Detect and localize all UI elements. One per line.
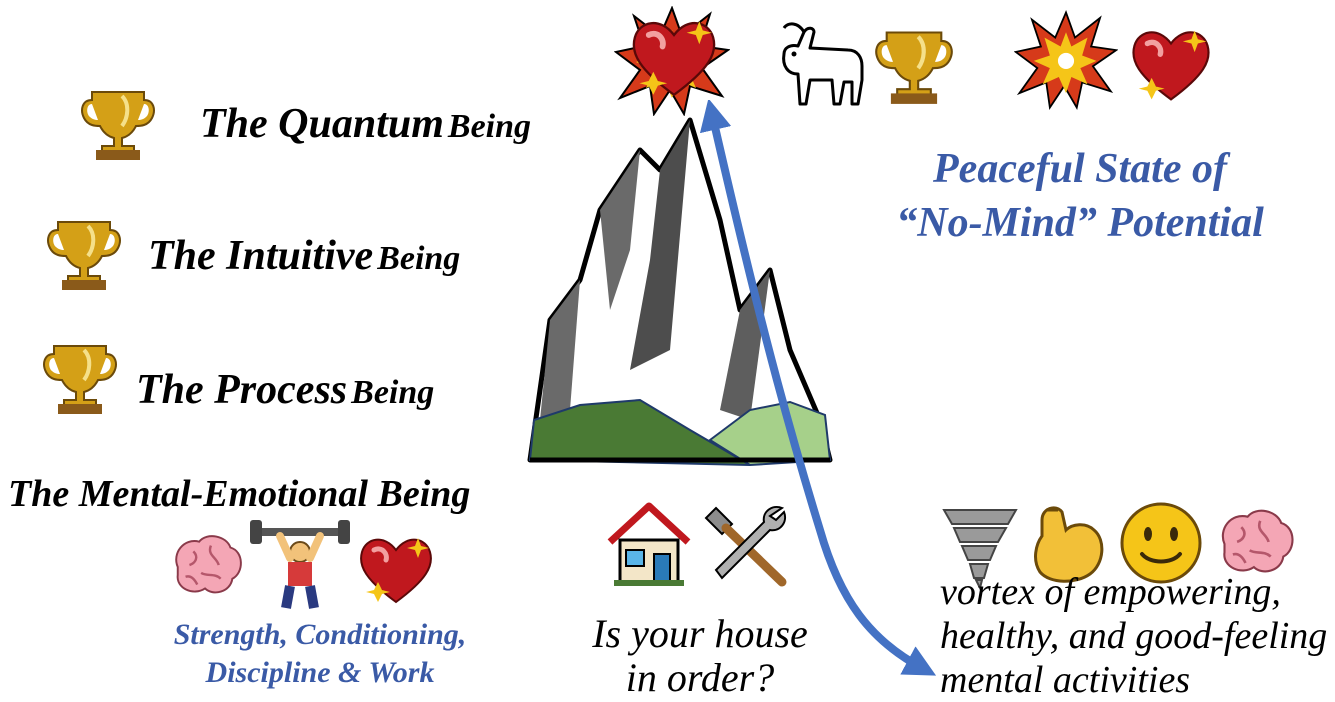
trophy-icon (40, 336, 120, 416)
trophy-icon (78, 82, 158, 162)
level-title-process: The Process Being (136, 367, 435, 413)
sparkling-heart-icon (1128, 22, 1214, 108)
trophy-icon (872, 22, 956, 106)
smiley-icon (1118, 500, 1204, 586)
weightlifter-icon (250, 518, 350, 610)
flexed-biceps-icon (1028, 500, 1110, 588)
brain-icon (168, 528, 246, 606)
level-title-quantum: The Quantum Being (200, 101, 532, 147)
level-title-mental-emotional: The Mental-Emotional Being (8, 473, 471, 515)
level-title-intuitive: The Intuitive Being (148, 233, 461, 279)
house-icon (604, 500, 694, 586)
sparkling-heart-icon (628, 12, 720, 104)
vortex-caption: vortex of empowering, healthy, and good-… (940, 571, 1328, 701)
base-caption: Strength, Conditioning, Discipline & Wor… (173, 618, 467, 689)
goat-icon (774, 18, 870, 110)
peak-caption: Peaceful State of “No-Mind” Potential (896, 146, 1264, 246)
sparkling-heart-icon (356, 530, 436, 610)
collision-icon (1014, 10, 1118, 110)
tornado-icon (940, 502, 1020, 590)
trophy-icon (44, 212, 124, 292)
connection-arrow (690, 98, 950, 695)
